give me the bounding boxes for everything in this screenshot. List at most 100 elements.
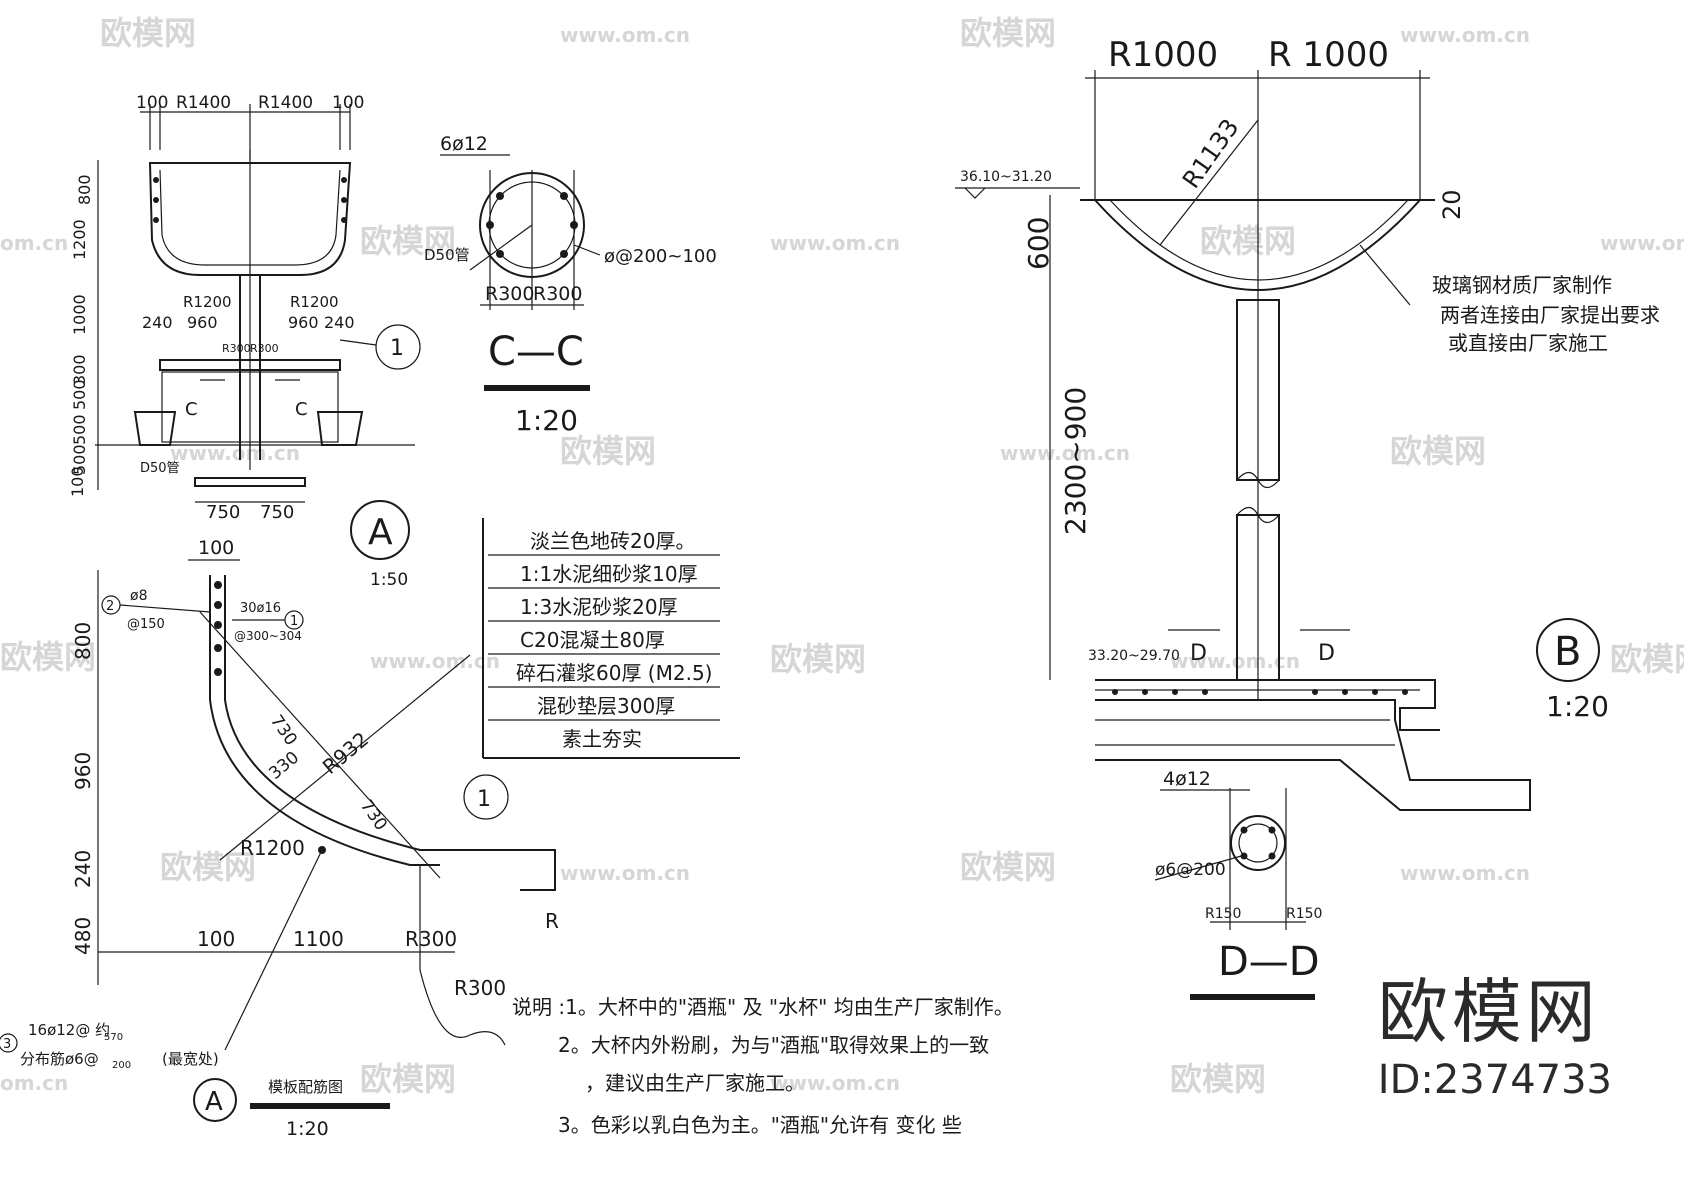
radius-label: R1200 — [183, 293, 232, 311]
dim-label: 100 — [197, 927, 235, 951]
notes: 说明 :1。大杯中的"酒瓶" 及 "水杯" 均由生产厂家制作。 2。大杯内外粉刷… — [512, 995, 1014, 1137]
watermark-logo: 欧模网 — [960, 848, 1056, 886]
rebar-dots — [214, 581, 326, 854]
bar-mark: 2 — [106, 599, 114, 614]
dim-label: 100 — [136, 93, 168, 113]
leader — [119, 604, 211, 613]
scale-label: 1:20 — [1546, 690, 1609, 723]
widest-note: (最宽处) — [162, 1050, 219, 1068]
diag-line — [219, 654, 471, 861]
radius-label: R1200 — [290, 293, 339, 311]
rebar-dots — [1240, 826, 1276, 860]
radius-label: R1133 — [1177, 114, 1245, 194]
leader — [1154, 854, 1246, 881]
bar-label: 分布筋ø6@ — [20, 1050, 99, 1068]
brand-name: 欧模网 — [1377, 971, 1600, 1053]
watermark-url: www.om.cn — [1400, 861, 1530, 885]
watermark-url: www.om.cn — [1400, 23, 1530, 47]
watermark-url: www.om.cn — [1000, 441, 1130, 465]
bar-spacing: @150 — [127, 617, 165, 632]
bar-mark: 3 — [3, 1037, 11, 1052]
watermark-url: www.om.cn — [560, 23, 690, 47]
dim-label: 100 — [68, 466, 87, 497]
stirrup-ring — [1238, 823, 1278, 863]
dim-label: 500 — [70, 379, 89, 410]
watermark-logo: 欧模网 — [1200, 222, 1296, 260]
layer-item: 淡兰色地砖20厚。 — [530, 529, 695, 553]
leader — [469, 224, 533, 271]
radius-label: R300 — [222, 342, 251, 355]
note-line: ，建议由生产厂家施工。 — [585, 1071, 805, 1095]
layer-item: 碎石灌浆60厚 (M2.5) — [516, 661, 712, 685]
dim-label: 100 — [198, 537, 234, 559]
bar-mark-circle — [101, 595, 121, 615]
bar-sub: 570 — [104, 1032, 123, 1043]
base-layers — [1095, 699, 1531, 811]
watermark-short: om.cn — [0, 231, 68, 255]
dim-label: R1400 — [176, 93, 231, 113]
elevation-label: 36.10~31.20 — [960, 169, 1052, 185]
dim-label: 1100 — [293, 927, 344, 951]
section-c-label: C — [295, 399, 308, 420]
diag-label: 730 — [356, 796, 391, 834]
dim-label: 100 — [332, 93, 364, 113]
watermark-logo: 欧模网 — [360, 1060, 456, 1098]
diag-label: 730 — [266, 711, 301, 749]
leader — [1359, 244, 1411, 306]
dim-label: 1200 — [70, 219, 89, 260]
dim-label: 500 — [70, 444, 89, 475]
dim-label: R1400 — [258, 93, 313, 113]
layer-item: C20混凝土80厚 — [520, 628, 665, 652]
planter-left — [133, 411, 177, 446]
leader — [573, 244, 601, 256]
watermark-url: www.om.cn — [1600, 231, 1684, 255]
watermark-logo: 欧模网 — [1170, 1060, 1266, 1098]
radius-label: R300 — [454, 976, 506, 1000]
watermark-logo: 欧模网 — [160, 848, 256, 886]
elevation-label: 33.20~29.70 — [1088, 648, 1180, 664]
brand-block: 欧模网 ID:2374733 — [1378, 977, 1612, 1103]
elev-mark — [964, 187, 986, 199]
wall-outer — [209, 575, 440, 866]
rebar-dots — [153, 177, 347, 223]
layer-table: 淡兰色地砖20厚。 1:1水泥细砂浆10厚 1:3水泥砂浆20厚 C20混凝土8… — [463, 518, 740, 820]
section-dd: 4ø12 ø6@200 R150 R150 D—D — [1154, 768, 1322, 1000]
note-line: 3。色彩以乳白色为主。"酒瓶"允许有 变化 些 — [558, 1113, 962, 1137]
dim-label: 800 — [75, 174, 94, 205]
note-text: 玻璃钢材质厂家制作 — [1432, 273, 1612, 297]
callout-circle — [463, 774, 509, 820]
rebar-label: 6ø12 — [440, 133, 488, 155]
watermark-logo: 欧模网 — [960, 14, 1056, 52]
wall-stub — [419, 865, 506, 1046]
bar-mark: 1 — [290, 614, 298, 629]
bar-label: 30ø16 — [240, 601, 281, 616]
stirrup-label: ø@200~100 — [604, 246, 717, 267]
dim-label: 500 — [70, 414, 89, 445]
radius-label: R300 — [533, 283, 582, 305]
radius-label: R932 — [318, 727, 373, 779]
planter-right — [316, 411, 364, 446]
dim-label: 600 — [1022, 217, 1055, 270]
dim-label: R300 — [405, 927, 457, 951]
footing — [194, 477, 306, 487]
watermark-logo: 欧模网 — [560, 432, 656, 470]
layer-item: 1:1水泥细砂浆10厚 — [520, 562, 698, 586]
detail-a-elevation: 100 R1400 R1400 100 C C 800 1200 1000 30… — [68, 93, 421, 590]
rebar-label: 4ø12 — [1163, 768, 1211, 790]
callout-circle — [375, 324, 421, 370]
detail-a-rebar: 100 2 ø8 @150 30ø16 @300~304 1 800 960 2… — [0, 537, 559, 1140]
watermark-url: www.om.cn — [370, 649, 500, 673]
rebar-dots — [1112, 689, 1408, 695]
watermark-logo: 欧模网 — [770, 640, 866, 678]
leader — [224, 849, 323, 1051]
radius-label: R1200 — [240, 836, 305, 860]
section-d-label: D — [1190, 641, 1207, 666]
dim-label: 1000 — [70, 294, 89, 335]
dim-label: 2300~900 — [1059, 387, 1092, 535]
radius-label: R300 — [485, 283, 534, 305]
watermark-logo: 欧模网 — [1610, 640, 1684, 678]
r-label: R — [545, 909, 559, 933]
callout-number: 1 — [390, 336, 404, 361]
bar-spacing: @300~304 — [234, 629, 302, 643]
